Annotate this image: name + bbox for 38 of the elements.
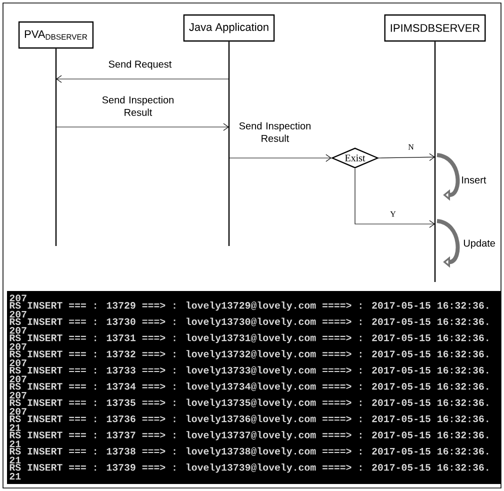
edge-label: Send Request bbox=[108, 60, 172, 70]
console-line: 207 bbox=[10, 294, 26, 302]
console-line: RS INSERT === : 13735 ===> : lovely13735@lovely.com ====> : 2017-05-15 16:32:36. bbox=[10, 398, 488, 408]
console-line: RS INSERT === : 13733 ===> : lovely13733@lovely.com ====> : 2017-05-15 16:32:36. bbox=[10, 366, 488, 376]
console-line: RS INSERT === : 13737 ===> : lovely13737@lovely.com ====> : 2017-05-15 16:32:36. bbox=[10, 431, 488, 440]
action-label: Update bbox=[464, 239, 495, 249]
console-line: RS INSERT === : 13731 ===> : lovely13731@lovely.com ====> : 2017-05-15 16:32:36. bbox=[10, 334, 488, 344]
console-line: 207 bbox=[10, 408, 26, 415]
console-line: RS INSERT === : 13734 ===> : lovely13734@lovely.com ====> : 2017-05-15 16:32:36. bbox=[10, 382, 488, 392]
edge-label: Y bbox=[390, 211, 396, 217]
console-line: 21 bbox=[10, 472, 21, 480]
lifeline-box: PVA$_{DBSERVER}$ bbox=[18, 21, 94, 49]
action-label: Insert bbox=[462, 176, 486, 184]
console-line: RS INSERT === : 13729 ===> : lovely13729@lovely.com ====> : 2017-05-15 16:32:36. bbox=[10, 302, 488, 311]
console-line: 21 bbox=[10, 440, 21, 448]
console-line: 207 bbox=[10, 376, 26, 382]
lifeline-box: Java Application bbox=[183, 14, 275, 42]
console-line: RS INSERT === : 13732 ===> : lovely13732@lovely.com ====> : 2017-05-15 16:32:36. bbox=[10, 350, 488, 360]
console-line: 21 bbox=[10, 456, 21, 464]
console-line: 207 bbox=[10, 359, 26, 366]
console-line: 207 bbox=[10, 343, 26, 350]
arrow bbox=[56, 75, 230, 83]
edge-label: Send Inspection Result bbox=[102, 96, 174, 116]
arrow bbox=[56, 123, 229, 131]
console-line: RS INSERT === : 13738 ===> : lovely13738@lovely.com ====> : 2017-05-15 16:32:36. bbox=[10, 447, 488, 457]
console-line: RS INSERT === : 13739 ===> : lovely13739@lovely.com ====> : 2017-05-15 16:32:36. bbox=[10, 464, 488, 473]
console-line: 207 bbox=[10, 310, 26, 318]
lifeline-box: IPIMSDBSERVER bbox=[384, 14, 486, 42]
console-line: 207 bbox=[10, 327, 26, 334]
console-line: RS INSERT === : 13730 ===> : lovely13730@lovely.com ====> : 2017-05-15 16:32:36. bbox=[10, 318, 488, 327]
arrow bbox=[378, 153, 435, 161]
arrow bbox=[354, 168, 435, 228]
edge-label: N bbox=[408, 144, 414, 150]
console-line: 21 bbox=[10, 424, 21, 431]
arrow bbox=[228, 154, 332, 162]
console-line: 207 bbox=[10, 392, 26, 399]
edge-label: Send Inspection Result bbox=[239, 122, 310, 142]
console-line: RS INSERT === : 13736 ===> : lovely13736@lovely.com ====> : 2017-05-15 16:32:36. bbox=[10, 414, 488, 424]
